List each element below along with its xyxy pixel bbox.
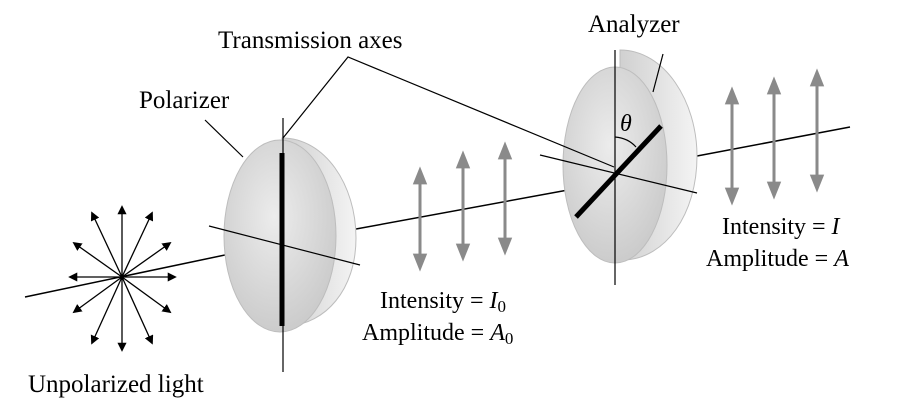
leader-lines <box>204 53 664 168</box>
intensity-right-label: Intensity = I <box>722 214 841 240</box>
intensity-mid-label: Intensity = I0 <box>380 288 506 316</box>
polarizer-horizontal <box>208 225 361 266</box>
polarizer-disk <box>208 118 361 372</box>
analyzer-axis-thick <box>574 124 663 219</box>
amplitude-right-label: Amplitude = A <box>706 246 849 272</box>
theta-arc <box>614 136 637 148</box>
polarized-arrows-right <box>724 68 825 206</box>
polarizer-label: Polarizer <box>139 87 230 114</box>
analyzer-disk <box>539 49 698 285</box>
unpolarized-star-icon <box>68 205 177 352</box>
polarized-arrows-middle <box>412 141 513 272</box>
unpolarized-light-label: Unpolarized light <box>28 371 204 398</box>
analyzer-label: Analyzer <box>588 11 680 38</box>
transmission-axes-label: Transmission axes <box>218 27 403 54</box>
theta-label: θ <box>620 111 632 137</box>
amplitude-mid-label: Amplitude = A0 <box>362 320 513 348</box>
